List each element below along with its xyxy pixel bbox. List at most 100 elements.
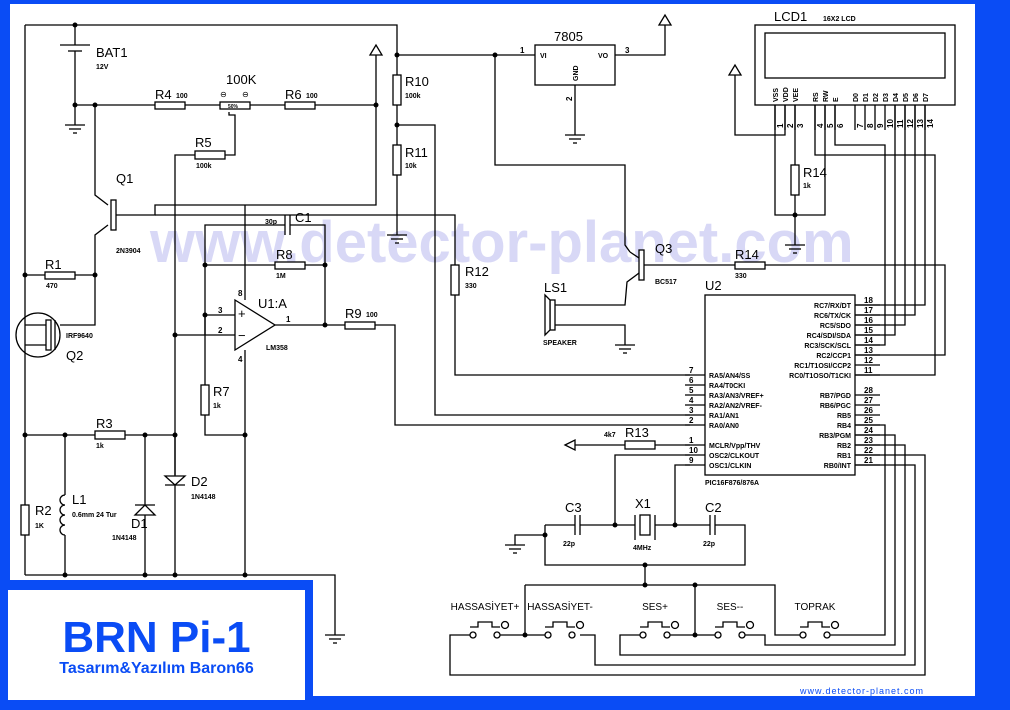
u2-pin-name: OSC2/CLKOUT — [709, 453, 760, 460]
wire-segment — [110, 199, 117, 231]
x1-value: 4MHz — [633, 545, 652, 552]
r9-ref: R9 — [345, 306, 362, 321]
push-button[interactable]: TOPRAK — [795, 602, 840, 639]
push-button[interactable]: SES+ — [639, 602, 680, 639]
push-button[interactable]: HASSASİYET+ — [451, 600, 520, 639]
wire-segment — [629, 251, 640, 259]
button-label: TOPRAK — [795, 602, 836, 613]
r14-lcd-value: 1k — [803, 183, 811, 190]
wire-segment — [792, 212, 798, 218]
u1-pin4: 4 — [238, 355, 243, 364]
microcontroller-u2: U2 PIC16F876/876A 7RA5/AN4/SS6RA4/T0CKI5… — [685, 278, 880, 487]
r8-value: 1M — [276, 273, 286, 280]
wire-segment — [727, 63, 743, 76]
lcd-pin-name: D1 — [863, 93, 870, 102]
r14-lcd-ref: R14 — [803, 165, 827, 180]
r6-ref: R6 — [285, 87, 302, 102]
lcd-pin-name: RS — [813, 92, 820, 102]
wire-segment — [322, 322, 328, 328]
wire-segment — [638, 249, 645, 281]
vcc-arrow — [115, 43, 384, 216]
q1-ref: Q1 — [116, 171, 133, 186]
lcd-pin-name: VSS — [773, 88, 780, 102]
lcd-pin-name: D2 — [873, 93, 880, 102]
pot-chain: R4 100 50% 100K ⊖ ⊖ R6 100 — [72, 72, 379, 156]
wire-segment — [734, 261, 766, 270]
u2-pin-name: RA1/AN1 — [709, 413, 739, 420]
wire-segment — [154, 101, 186, 110]
wire-segment — [115, 55, 377, 216]
button-contact — [568, 631, 576, 639]
wire-segment — [790, 164, 800, 196]
wire-segment — [765, 264, 946, 356]
u2-pin-name: RC7/RX/DT — [814, 303, 852, 310]
c2-value: 22p — [703, 541, 715, 548]
r5-ref: R5 — [195, 135, 212, 150]
button-label: HASSASİYET+ — [451, 600, 520, 613]
u2-pin-name: RC4/SDI/SDA — [807, 333, 851, 340]
lcd-pin-number: 4 — [816, 123, 825, 128]
lcd-display: LCD1 16X2 LCD VSS1VDD2VEE3RS4RW5E6D07D18… — [727, 9, 956, 376]
project-title: BRN Pi-1 — [62, 613, 251, 662]
r6-value: 100 — [306, 93, 318, 100]
lcd-pin-number: 3 — [796, 123, 805, 128]
c3-value: 22p — [563, 541, 575, 548]
r11-value: 10k — [405, 163, 417, 170]
wire-segment — [555, 272, 640, 306]
x1-ref: X1 — [635, 496, 651, 511]
button-actuator — [470, 621, 500, 628]
u2-pin-number: 6 — [689, 376, 694, 385]
wire-segment — [15, 312, 61, 358]
wire-segment — [614, 454, 690, 525]
wire-segment — [449, 454, 926, 676]
button-contact — [738, 631, 746, 639]
wire-segment — [672, 522, 678, 528]
wire-segment — [612, 522, 618, 528]
u2-pin-name: RB5 — [837, 413, 851, 420]
u1-minus: − — [238, 328, 246, 343]
u2-pin-name: RC6/TX/CK — [814, 313, 851, 320]
u2-pin-number: 7 — [689, 366, 694, 375]
wire-segment — [234, 298, 277, 352]
lcd-pin-number: 14 — [926, 119, 935, 128]
wire-segment — [202, 262, 208, 268]
u1-pin3: 3 — [218, 306, 223, 315]
wire-segment — [94, 105, 109, 206]
r11-ref: R11 — [405, 145, 428, 160]
u2-pin-number: 1 — [689, 436, 694, 445]
lcd-pin-number: 1 — [776, 123, 785, 128]
title-panel: BRN Pi-1 Tasarım&Yazılım Baron66 — [8, 590, 305, 700]
button-contact — [639, 631, 647, 639]
u2-pin-name: RA4/T0CKI — [709, 383, 745, 390]
lcd-pin-number: 8 — [866, 123, 875, 128]
bat1-value: 12V — [96, 64, 109, 71]
u2-pin-number: 27 — [864, 396, 873, 405]
wire-segment — [22, 272, 28, 278]
lcd-pin-name: D7 — [923, 93, 930, 102]
button-contact — [714, 631, 722, 639]
push-button[interactable]: HASSASİYET- — [527, 600, 593, 639]
footer-url[interactable]: www.detector-planet.com — [799, 686, 924, 696]
wire-segment — [745, 434, 896, 646]
push-button[interactable]: SES-- — [714, 602, 755, 639]
u2-pin-number: 13 — [864, 346, 873, 355]
d1-value: 1N4148 — [112, 535, 137, 542]
u2-pin-number: 9 — [689, 456, 694, 465]
title-block: BRN Pi-1 Tasarım&Yazılım Baron66 — [0, 580, 313, 710]
wire-segment — [194, 150, 226, 160]
transistor-q3: Q3 BC517 — [555, 241, 735, 306]
r9-value: 100 — [366, 312, 378, 319]
u2-pin-name: RB1 — [837, 453, 851, 460]
wire-segment — [45, 319, 52, 351]
u2-pin-number: 3 — [689, 406, 694, 415]
transistor-q1: Q1 2N3904 — [94, 105, 141, 275]
search-coil-section: R3 1k R2 1K L1 0.6mm 24 Tur D1 1N4148 D2… — [20, 416, 345, 644]
u2-pin-name: RB2 — [837, 443, 851, 450]
resistor-r12: R12 330 — [450, 264, 690, 376]
wire-segment — [344, 321, 376, 330]
project-author: Tasarım&Yazılım Baron66 — [59, 660, 254, 677]
lcd-ref: LCD1 — [774, 9, 807, 24]
lcd-value: 16X2 LCD — [823, 16, 856, 23]
r10-ref: R10 — [405, 74, 429, 89]
wire-segment — [657, 13, 673, 26]
